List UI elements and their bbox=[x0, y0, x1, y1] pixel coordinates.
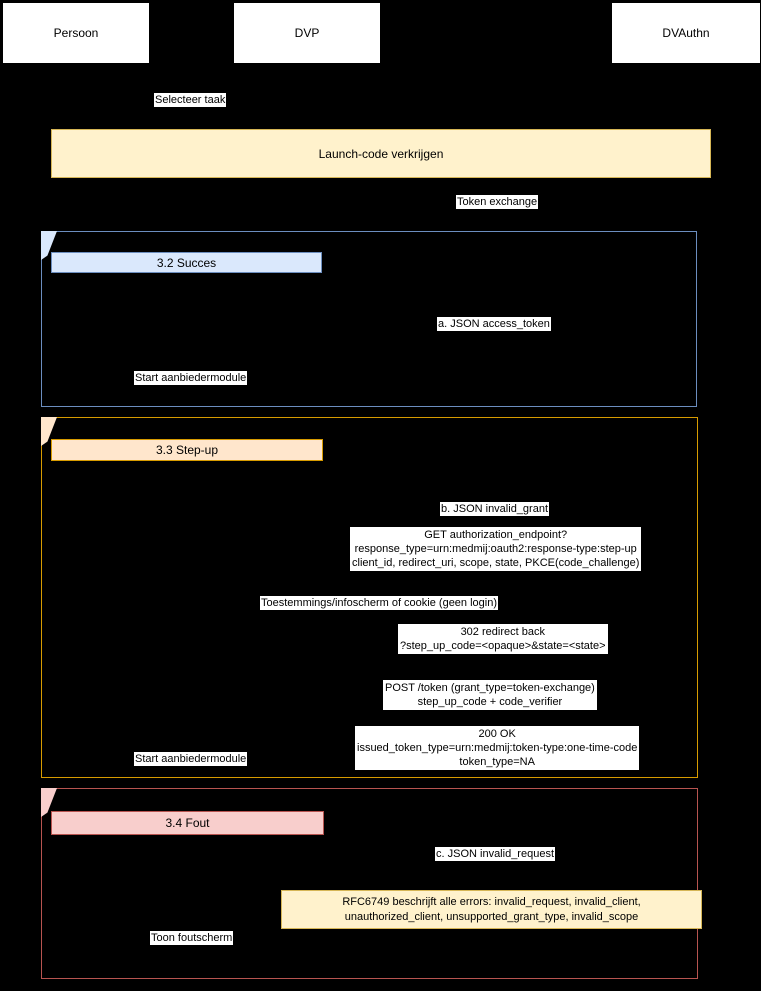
message-get-authorization-endpoint: GET authorization_endpoint? response_typ… bbox=[350, 527, 642, 571]
message-consent-screen: Toestemmings/infoscherm of cookie (geen … bbox=[260, 596, 499, 610]
message-post-line-1: POST /token (grant_type=token-exchange) bbox=[385, 682, 595, 694]
message-token-exchange: Token exchange bbox=[456, 195, 539, 209]
message-302-redirect: 302 redirect back ?step_up_code=<opaque>… bbox=[398, 624, 608, 654]
message-get-line-1: GET authorization_endpoint? bbox=[424, 529, 568, 541]
message-302-line-2: ?step_up_code=<opaque>&state=<state> bbox=[400, 640, 606, 652]
message-toon-foutscherm: Toon foutscherm bbox=[150, 931, 234, 945]
actor-persoon-label: Persoon bbox=[53, 26, 99, 40]
actor-persoon: Persoon bbox=[2, 2, 150, 64]
message-start-aanbiedermodule-stepup: Start aanbiedermodule bbox=[134, 752, 248, 766]
frame-stepup: 3.3 Step-up bbox=[41, 417, 698, 778]
message-get-line-2: response_type=urn:medmij:oauth2:response… bbox=[354, 543, 637, 555]
message-302-line-1: 302 redirect back bbox=[460, 626, 545, 638]
frame-fout-title: 3.4 Fout bbox=[165, 816, 210, 830]
activity-launch-code-label: Launch-code verkrijgen bbox=[318, 146, 444, 161]
frame-succes-header: 3.2 Succes bbox=[51, 252, 322, 273]
message-200-line-2: issued_token_type=urn:medmij:token-type:… bbox=[357, 742, 638, 754]
message-json-invalid-grant: b. JSON invalid_grant bbox=[440, 502, 549, 516]
message-200-ok: 200 OK issued_token_type=urn:medmij:toke… bbox=[355, 726, 640, 770]
frame-fout-header: 3.4 Fout bbox=[51, 811, 324, 835]
message-json-access-token: a. JSON access_token bbox=[437, 317, 551, 331]
frame-fout: 3.4 Fout bbox=[41, 788, 698, 979]
frame-succes-title: 3.2 Succes bbox=[156, 255, 217, 270]
note-rfc6749-line-2: unauthorized_client, unsupported_grant_t… bbox=[344, 910, 639, 923]
message-get-line-3: client_id, redirect_uri, scope, state, P… bbox=[352, 557, 640, 569]
actor-dvp: DVP bbox=[233, 2, 381, 64]
message-200-line-3: token_type=NA bbox=[459, 756, 535, 768]
note-rfc6749-errors: RFC6749 beschrijft alle errors: invalid_… bbox=[281, 890, 702, 929]
frame-stepup-header: 3.3 Step-up bbox=[51, 439, 323, 461]
frame-succes: 3.2 Succes bbox=[41, 231, 697, 407]
message-selecteer-taak: Selecteer taak bbox=[154, 93, 227, 107]
message-post-token: POST /token (grant_type=token-exchange) … bbox=[383, 680, 597, 710]
note-rfc6749-line-1: RFC6749 beschrijft alle errors: invalid_… bbox=[342, 895, 641, 908]
frame-stepup-title: 3.3 Step-up bbox=[155, 443, 219, 457]
actor-dvauthn-label: DVAuthn bbox=[662, 26, 710, 40]
actor-dvauthn: DVAuthn bbox=[611, 2, 761, 64]
message-200-line-1: 200 OK bbox=[478, 728, 516, 740]
message-json-invalid-request: c. JSON invalid_request bbox=[435, 847, 555, 861]
actor-dvp-label: DVP bbox=[294, 26, 320, 40]
message-start-aanbiedermodule-succes: Start aanbiedermodule bbox=[134, 371, 248, 385]
activity-launch-code: Launch-code verkrijgen bbox=[51, 129, 711, 178]
message-post-line-2: step_up_code + code_verifier bbox=[417, 696, 563, 708]
